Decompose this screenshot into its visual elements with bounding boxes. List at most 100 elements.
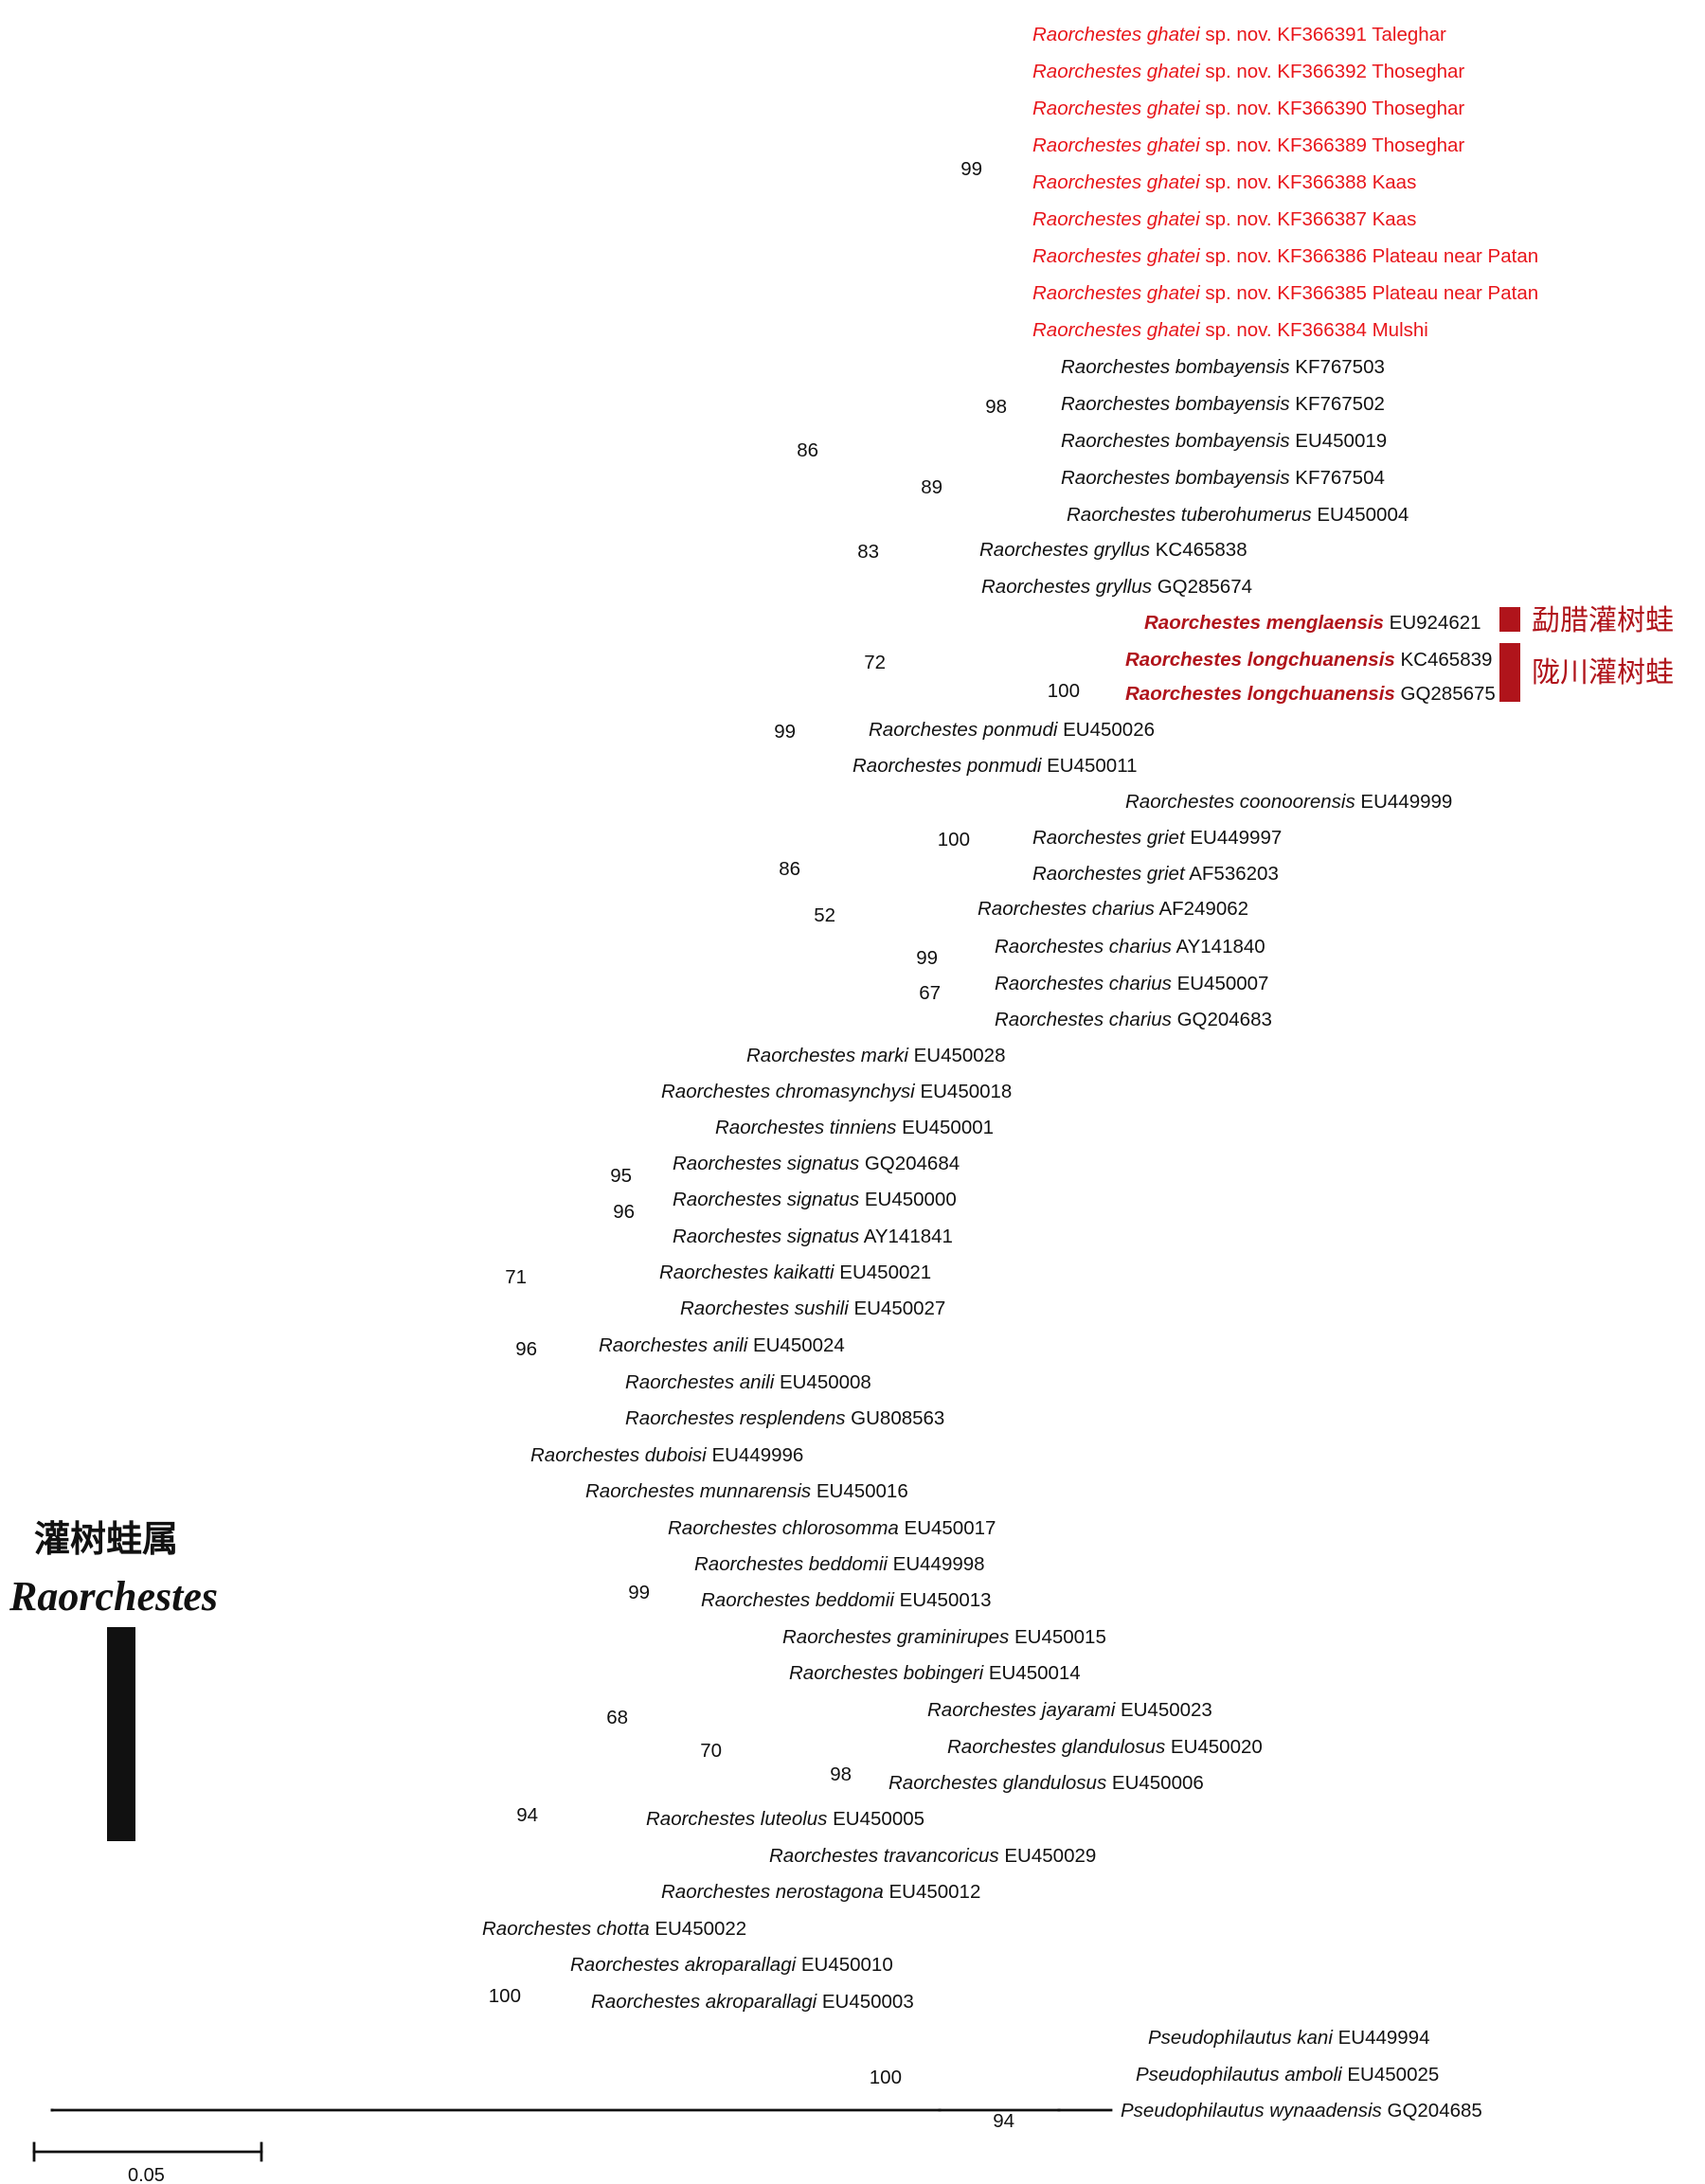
tip-label: Raorchestes glandulosus EU450006 (888, 1772, 1204, 1794)
accession-label: EU450014 (983, 1662, 1081, 1684)
accession-label: EU450003 (817, 1991, 914, 2013)
tip-label: Raorchestes munnarensis EU450016 (585, 1480, 908, 1502)
tip-label: Raorchestes ghatei sp. nov. KF366392 Tho… (1032, 61, 1464, 82)
tip-label: Raorchestes ghatei sp. nov. KF366386 Pla… (1032, 245, 1538, 267)
accession-label: EU449998 (888, 1553, 985, 1575)
tip-label: Raorchestes charius AY141840 (995, 936, 1265, 958)
species-name: Raorchestes ghatei (1032, 282, 1201, 304)
tip-label: Pseudophilautus wynaadensis GQ204685 (1121, 2100, 1482, 2121)
accession-label: EU450029 (999, 1845, 1097, 1867)
scale-bar-label: 0.05 (128, 2165, 165, 2184)
bootstrap-label: 86 (797, 439, 818, 461)
tip-label: Raorchestes longchuanensis GQ285675 (1125, 683, 1496, 705)
accession-label: GQ285675 (1395, 683, 1496, 705)
accession-label: EU450016 (811, 1480, 908, 1502)
bootstrap-label: 68 (606, 1707, 628, 1728)
species-name: Raorchestes charius (978, 898, 1155, 920)
species-qualifier: sp. nov. (1200, 319, 1272, 341)
species-name: Raorchestes chlorosomma (668, 1517, 899, 1539)
accession-label: EU450026 (1057, 719, 1155, 741)
accession-label: EU450012 (884, 1881, 981, 1903)
tip-label: Raorchestes bobingeri EU450014 (789, 1662, 1081, 1684)
accession-label: EU924621 (1384, 612, 1481, 634)
bootstrap-label: 96 (515, 1338, 537, 1360)
tip-label: Raorchestes charius GQ204683 (995, 1009, 1272, 1030)
bootstrap-label: 94 (516, 1804, 538, 1826)
tip-label: Raorchestes bombayensis KF767504 (1061, 467, 1385, 489)
accession-label: EU450027 (849, 1298, 946, 1319)
bootstrap-label: 94 (993, 2110, 1014, 2132)
tip-label: Raorchestes jayarami EU450023 (927, 1699, 1212, 1721)
species-qualifier: sp. nov. (1200, 282, 1272, 304)
accession-label: AY141841 (859, 1226, 953, 1247)
tip-label: Raorchestes resplendens GU808563 (625, 1407, 944, 1429)
accession-label: KC465839 (1395, 649, 1493, 671)
species-name: Raorchestes signatus (673, 1153, 859, 1174)
bootstrap-label: 86 (779, 858, 800, 880)
accession-label: EU450006 (1106, 1772, 1204, 1794)
tip-label: Raorchestes longchuanensis KC465839 (1125, 649, 1492, 671)
accession-label: EU449997 (1185, 827, 1283, 849)
bootstrap-label: 89 (921, 476, 942, 498)
species-name: Raorchestes charius (995, 936, 1172, 958)
species-name: Raorchestes beddomii (694, 1553, 888, 1575)
species-qualifier: sp. nov. (1200, 61, 1272, 82)
species-name: Raorchestes ghatei (1032, 208, 1201, 230)
species-name: Raorchestes griet (1032, 827, 1186, 849)
tip-label: Raorchestes ponmudi EU450026 (869, 719, 1155, 741)
species-name: Raorchestes ghatei (1032, 24, 1201, 45)
tip-label: Raorchestes ghatei sp. nov. KF366391 Tal… (1032, 24, 1446, 45)
species-name: Raorchestes graminirupes (782, 1626, 1009, 1648)
species-name: Raorchestes ghatei (1032, 61, 1201, 82)
genus-bar (107, 1627, 135, 1841)
bootstrap-label: 100 (489, 1985, 521, 2007)
species-name: Raorchestes ghatei (1032, 171, 1201, 193)
species-name: Raorchestes travancoricus (769, 1845, 999, 1867)
accession-label: KF366390 Thoseghar (1272, 98, 1465, 119)
tip-label: Raorchestes charius EU450007 (995, 973, 1268, 994)
accession-label: EU449996 (707, 1444, 804, 1466)
tip-label: Raorchestes tuberohumerus EU450004 (1067, 504, 1409, 526)
tip-label: Raorchestes bombayensis KF767502 (1061, 393, 1385, 415)
species-name: Raorchestes tinniens (715, 1117, 896, 1138)
tip-label: Raorchestes charius AF249062 (978, 898, 1248, 920)
bootstrap-label: 70 (700, 1740, 722, 1762)
tip-label: Raorchestes glandulosus EU450020 (947, 1736, 1263, 1758)
species-name: Raorchestes longchuanensis (1125, 649, 1395, 671)
bootstrap-label: 99 (774, 721, 796, 743)
species-name: Raorchestes resplendens (625, 1407, 845, 1429)
tip-label: Raorchestes signatus EU450000 (673, 1189, 957, 1210)
accession-label: EU450021 (835, 1262, 932, 1283)
tip-label: Raorchestes beddomii EU450013 (701, 1589, 992, 1611)
species-qualifier: sp. nov. (1200, 134, 1272, 156)
tip-label: Raorchestes ghatei sp. nov. KF366390 Tho… (1032, 98, 1464, 119)
accession-label: AF249062 (1155, 898, 1248, 920)
tip-label: Raorchestes tinniens EU450001 (715, 1117, 994, 1138)
genus-latin-label: Raorchestes (9, 1573, 218, 1620)
accession-label: EU450011 (1041, 755, 1137, 777)
species-name: Raorchestes akroparallagi (591, 1991, 818, 2013)
accession-label: AF536203 (1185, 863, 1279, 885)
tip-label: Raorchestes griet AF536203 (1032, 863, 1279, 885)
bootstrap-label: 100 (938, 829, 970, 850)
species-name: Raorchestes kaikatti (659, 1262, 835, 1283)
accession-label: KF767503 (1290, 356, 1385, 378)
accession-label: EU450028 (908, 1045, 1006, 1066)
tip-label: Raorchestes gryllus KC465838 (979, 539, 1247, 561)
species-name: Raorchestes ghatei (1032, 98, 1201, 119)
species-name: Raorchestes glandulosus (947, 1736, 1165, 1758)
tip-label: Raorchestes marki EU450028 (746, 1045, 1005, 1066)
accession-label: EU450013 (894, 1589, 992, 1611)
species-name: Raorchestes beddomii (701, 1589, 895, 1611)
species-name: Raorchestes sushili (680, 1298, 850, 1319)
species-name: Raorchestes nerostagona (661, 1881, 884, 1903)
tip-label: Pseudophilautus amboli EU450025 (1136, 2064, 1439, 2086)
tip-label: Raorchestes bombayensis EU450019 (1061, 430, 1387, 452)
accession-label: EU450001 (896, 1117, 994, 1138)
bootstrap-label: 98 (985, 396, 1007, 418)
accession-label: KF366391 Taleghar (1272, 24, 1446, 45)
species-name: Raorchestes chromasynchysi (661, 1081, 916, 1102)
species-name: Raorchestes akroparallagi (570, 1954, 798, 1976)
bootstrap-label: 67 (919, 982, 941, 1004)
